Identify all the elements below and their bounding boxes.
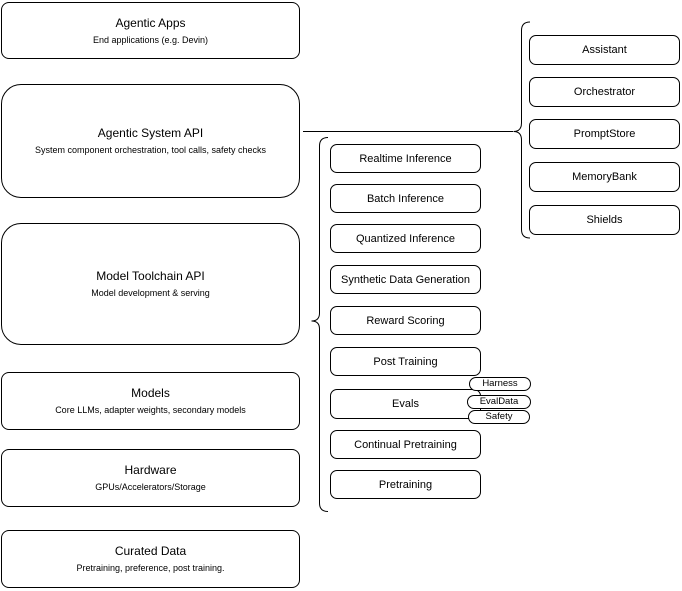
stack-box-agentic-apps: Agentic Apps End applications (e.g. Devi… — [1, 2, 300, 59]
stack-box-model-toolchain-api: Model Toolchain API Model development & … — [1, 223, 300, 345]
box-title: Hardware — [124, 463, 177, 477]
box-label: MemoryBank — [572, 171, 637, 183]
box-label: Realtime Inference — [359, 152, 452, 165]
stack-box-hardware: Hardware GPUs/Accelerators/Storage — [1, 449, 300, 507]
box-subtitle: GPUs/Accelerators/Storage — [95, 482, 206, 492]
toolchain-box-quantized-inference: Quantized Inference — [330, 224, 481, 253]
box-title: Agentic System API — [97, 126, 204, 140]
box-title: Model Toolchain API — [96, 269, 205, 283]
box-label: Batch Inference — [366, 192, 445, 205]
component-box-promptstore: PromptStore — [529, 119, 680, 149]
toolchain-box-synthetic-data-generation: Synthetic Data Generation — [330, 265, 481, 294]
box-label: Quantized Inference — [355, 232, 456, 245]
box-subtitle: System component orchestration, tool cal… — [34, 145, 267, 155]
box-label: Orchestrator — [573, 86, 636, 98]
box-label: Synthetic Data Generation — [340, 273, 471, 286]
toolchain-box-reward-scoring: Reward Scoring — [330, 306, 481, 335]
box-title: Models — [131, 386, 170, 400]
stack-box-agentic-system-api: Agentic System API System component orch… — [1, 84, 300, 198]
box-subtitle: End applications (e.g. Devin) — [92, 34, 209, 45]
toolchain-box-batch-inference: Batch Inference — [330, 184, 481, 213]
stack-box-curated-data: Curated Data Pretraining, preference, po… — [1, 530, 300, 588]
toolchain-box-pretraining: Pretraining — [330, 470, 481, 499]
box-label: Shields — [586, 214, 623, 226]
eval-tag-evaldata: EvalData — [467, 395, 531, 409]
box-label: Pretraining — [378, 478, 433, 491]
box-subtitle: Core LLMs, adapter weights, secondary mo… — [55, 405, 246, 415]
toolchain-box-post-training: Post Training — [330, 347, 481, 376]
component-box-shields: Shields — [529, 205, 680, 235]
box-label: Continual Pretraining — [354, 438, 457, 451]
pill-label: Safety — [485, 411, 513, 422]
toolchain-box-continual-pretraining: Continual Pretraining — [330, 430, 481, 459]
toolchain-brace — [311, 137, 329, 512]
eval-tag-safety: Safety — [468, 410, 530, 424]
toolchain-box-evals: Evals — [330, 389, 481, 419]
box-subtitle: Model development & serving — [91, 288, 210, 298]
box-label: Reward Scoring — [366, 314, 445, 327]
box-title: Curated Data — [114, 544, 187, 558]
component-box-memorybank: MemoryBank — [529, 162, 680, 192]
box-label: Post Training — [373, 355, 438, 368]
box-label: Evals — [392, 398, 419, 410]
box-subtitle: Pretraining, preference, post training. — [76, 563, 225, 573]
box-title: Agentic Apps — [115, 15, 186, 30]
component-box-assistant: Assistant — [529, 35, 680, 65]
toolchain-box-realtime-inference: Realtime Inference — [330, 144, 481, 173]
pill-label: EvalData — [479, 396, 519, 407]
pill-label: Harness — [482, 378, 518, 389]
component-box-orchestrator: Orchestrator — [529, 77, 680, 107]
components-brace — [513, 21, 531, 239]
box-label: PromptStore — [573, 128, 636, 140]
eval-tag-harness: Harness — [469, 377, 531, 391]
stack-box-models: Models Core LLMs, adapter weights, secon… — [1, 372, 300, 430]
box-label: Assistant — [582, 44, 627, 56]
